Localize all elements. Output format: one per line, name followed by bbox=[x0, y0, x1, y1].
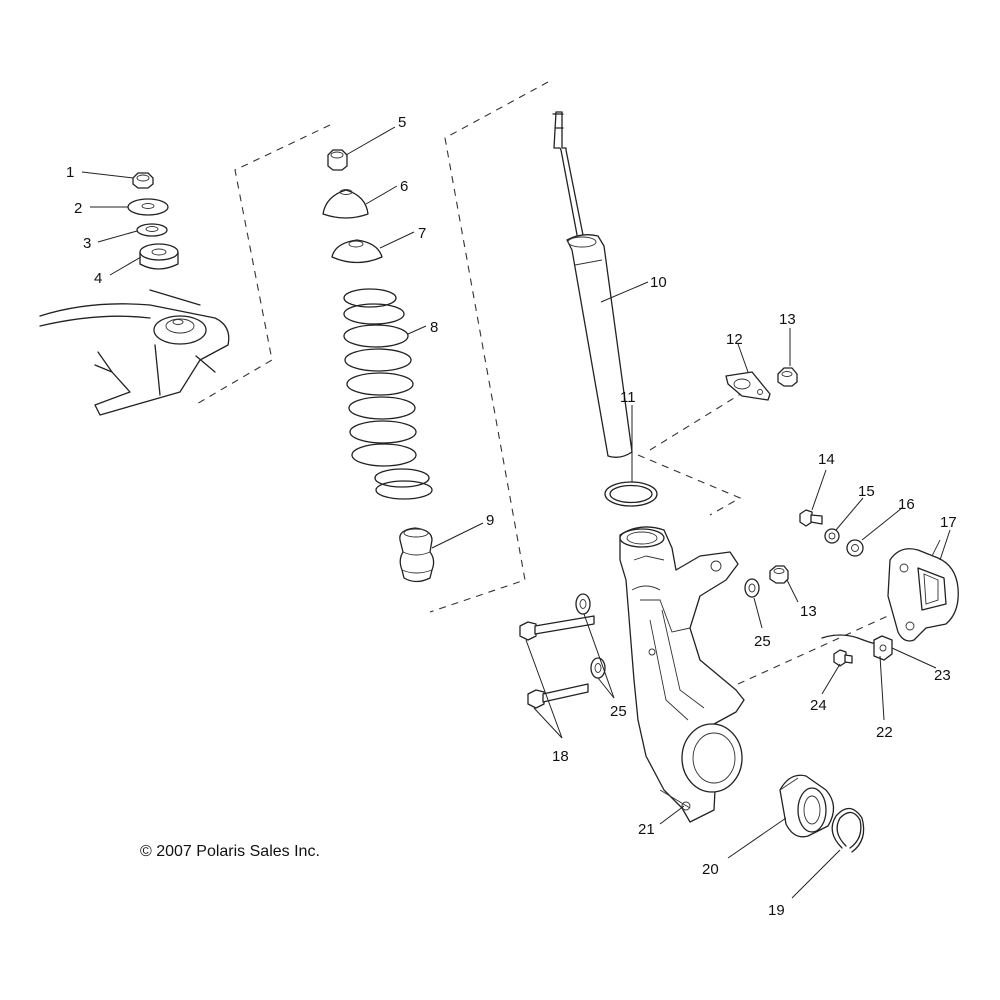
callout-9: 9 bbox=[486, 512, 494, 529]
part-12-brake-line-clip bbox=[725, 371, 771, 401]
part-4-bushing bbox=[139, 243, 179, 270]
copyright-notice: © 2007 Polaris Sales Inc. bbox=[140, 843, 320, 860]
callout-17: 17 bbox=[940, 514, 957, 531]
part-20-wheel-bearing bbox=[779, 774, 835, 838]
callout-25-left: 25 bbox=[610, 703, 627, 720]
callout-2: 2 bbox=[74, 200, 82, 217]
part-19-snap-ring bbox=[831, 807, 865, 853]
callout-25-right: 25 bbox=[754, 633, 771, 650]
callout-15: 15 bbox=[858, 483, 875, 500]
part-5-top-nut bbox=[327, 149, 348, 171]
callout-8: 8 bbox=[430, 319, 438, 336]
part-9-bump-stop bbox=[399, 527, 435, 583]
assembly-guide-lines bbox=[194, 81, 891, 685]
part-1-nut bbox=[132, 172, 154, 189]
frame-mount-bracket bbox=[39, 289, 230, 416]
callout-24: 24 bbox=[810, 697, 827, 714]
part-25-washers-left bbox=[575, 593, 606, 679]
callout-23: 23 bbox=[934, 667, 951, 684]
callout-22: 22 bbox=[876, 724, 893, 741]
callout-18: 18 bbox=[552, 748, 569, 765]
callout-19: 19 bbox=[768, 902, 785, 919]
callout-13-upper: 13 bbox=[779, 311, 796, 328]
callout-5: 5 bbox=[398, 114, 406, 131]
part-6-upper-cup bbox=[322, 189, 369, 219]
callout-1: 1 bbox=[66, 164, 74, 181]
callout-12: 12 bbox=[726, 331, 743, 348]
part-16-washer bbox=[846, 539, 864, 557]
part-7-spring-seat bbox=[331, 239, 383, 264]
part-8-coil-spring bbox=[343, 288, 433, 500]
part-18-bolts bbox=[519, 615, 595, 709]
callout-20: 20 bbox=[702, 861, 719, 878]
part-14-bolt bbox=[799, 509, 823, 527]
part-3-washer bbox=[136, 223, 168, 237]
callout-14: 14 bbox=[818, 451, 835, 468]
callout-3: 3 bbox=[83, 235, 91, 252]
part-2-washer bbox=[127, 198, 169, 216]
part-17-brake-caliper bbox=[887, 539, 959, 642]
part-15-washer bbox=[824, 528, 840, 544]
callout-16: 16 bbox=[898, 496, 915, 513]
part-22-23-sensor bbox=[821, 634, 893, 661]
callout-7: 7 bbox=[418, 225, 426, 242]
callout-11: 11 bbox=[620, 389, 636, 406]
part-25-washer-right bbox=[744, 578, 760, 598]
callout-21: 21 bbox=[638, 821, 655, 838]
part-13-nut-lower bbox=[769, 565, 789, 584]
callout-labels: 1 2 3 4 5 6 7 8 9 10 11 12 13 14 15 16 1… bbox=[66, 114, 957, 919]
callout-10: 10 bbox=[650, 274, 667, 291]
part-24-bolt bbox=[833, 649, 853, 667]
callout-13-lower: 13 bbox=[800, 603, 817, 620]
part-11-o-ring bbox=[604, 481, 658, 507]
part-13-nut-upper bbox=[777, 367, 798, 387]
leader-lines bbox=[81, 126, 951, 899]
part-21-steering-knuckle bbox=[619, 526, 745, 823]
callout-4: 4 bbox=[94, 270, 102, 287]
callout-6: 6 bbox=[400, 178, 408, 195]
